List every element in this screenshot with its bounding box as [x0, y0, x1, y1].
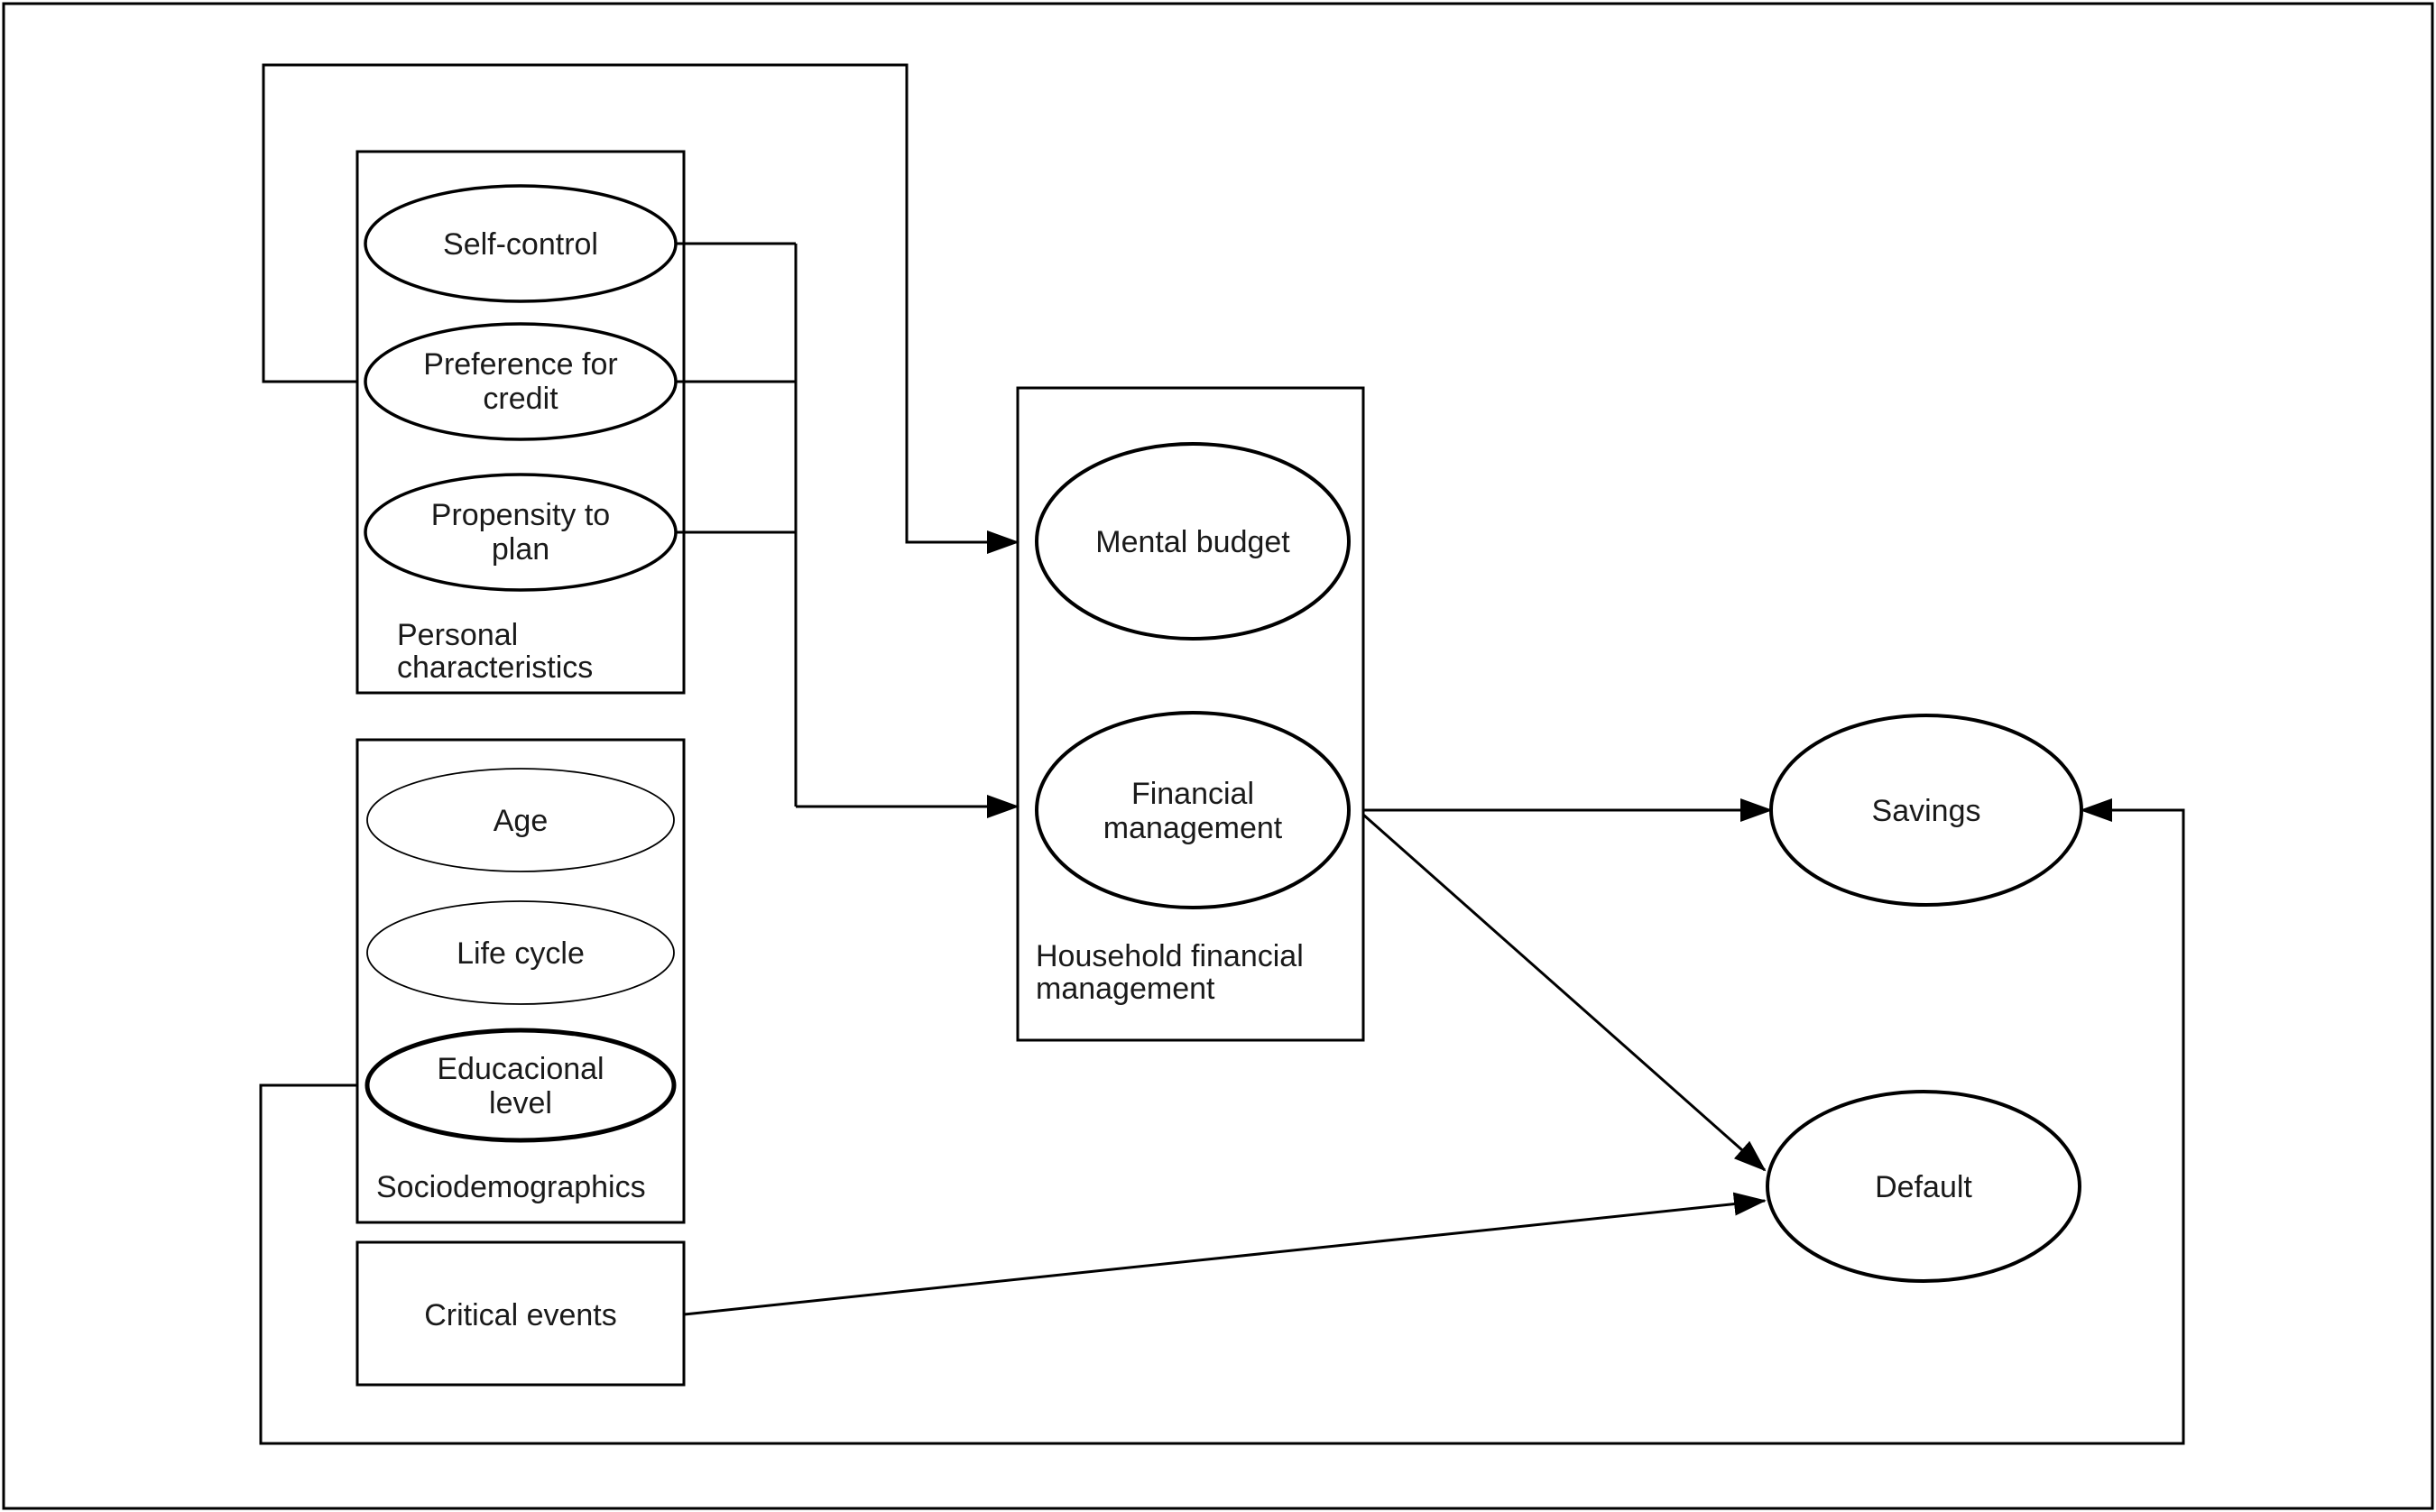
propensity-to-plan-label-line2: plan	[492, 532, 549, 567]
preference-for-credit-label-line1: Preference for	[423, 347, 617, 382]
personal-characteristics-group-label-line1: Personal	[397, 618, 518, 652]
edge-financial-management-to-default	[1362, 813, 1767, 1172]
default-ellipse	[1766, 1090, 2081, 1283]
propensity-to-plan-ellipse	[364, 473, 678, 592]
preference-for-credit-ellipse	[364, 322, 678, 441]
savings-label: Savings	[1872, 794, 1981, 828]
edge-sociodemographics-to-savings	[259, 798, 2185, 1445]
self-control-label: Self-control	[443, 227, 598, 262]
critical-events-label: Critical events	[424, 1298, 617, 1332]
age-label: Age	[494, 804, 549, 838]
educacional-level-ellipse	[364, 1028, 677, 1143]
financial-management-label-line2: management	[1103, 811, 1283, 845]
household-financial-management-group-label-line2: management	[1036, 972, 1215, 1006]
educacional-level-label-line2: level	[489, 1086, 552, 1120]
household-financial-management-group-label-line1: Household financial	[1036, 939, 1304, 973]
personal-characteristics-group-label-line2: characteristics	[397, 650, 593, 685]
edge-critical-events-to-default	[683, 1192, 1767, 1316]
preference-for-credit-label-line2: credit	[483, 382, 558, 416]
financial-management-label-line1: Financial	[1131, 777, 1254, 811]
educacional-level-label-line1: Educacional	[437, 1052, 604, 1086]
sociodemographics-group-label: Sociodemographics	[376, 1170, 646, 1204]
life-cycle-label: Life cycle	[457, 936, 585, 971]
financial-management-ellipse	[1035, 711, 1351, 909]
default-label: Default	[1875, 1170, 1972, 1204]
savings-ellipse	[1769, 714, 2083, 907]
life-cycle-ellipse	[366, 900, 675, 1005]
propensity-to-plan-label-line1: Propensity to	[431, 498, 610, 532]
edge-personal-to-mental-budget	[262, 63, 1020, 554]
mental-budget-label: Mental budget	[1095, 525, 1290, 559]
age-ellipse	[366, 768, 675, 872]
self-control-ellipse	[364, 184, 678, 303]
mental-budget-ellipse	[1035, 442, 1351, 641]
